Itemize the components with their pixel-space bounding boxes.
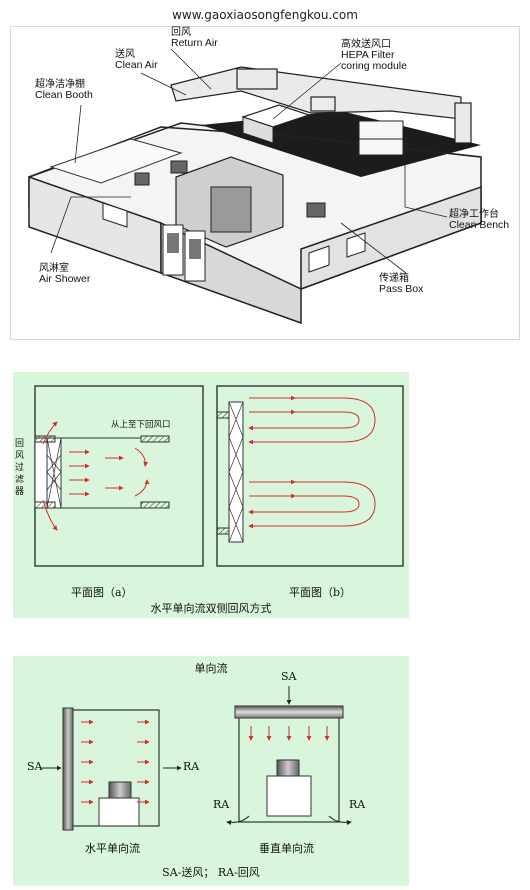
- entrance-doors: [162, 224, 206, 282]
- equipment-v: [276, 759, 300, 777]
- ceiling-supply-filter: [234, 705, 344, 719]
- horizontal-flow-panel: 回风过滤器 从上至下回风口 平面图（a） 平面图（b） 水平单向流双侧回风方式: [13, 372, 409, 618]
- source-url: www.gaoxiaosongfengkou.com: [172, 8, 358, 22]
- pass-box: [306, 202, 326, 218]
- pass-box-2: [170, 160, 188, 174]
- air-shower-label: 风淋室 Air Shower: [39, 263, 91, 285]
- clean-bench-label: 超净工作台 Clean Bench: [449, 209, 510, 231]
- leader-lines: [50, 48, 448, 274]
- cleanroom-diagram: 回风 Return Air 送风 Clean Air 高效送风口 HEPA Fi…: [10, 26, 520, 340]
- horizontal-flow-arrows: [81, 719, 150, 805]
- sa-left-label: SA: [27, 760, 43, 773]
- clean-booth-label: 超净洁净棚 Clean Booth: [35, 79, 93, 101]
- ducts: [170, 66, 472, 144]
- plan-a-caption: 平面图（a）: [71, 586, 133, 599]
- vertical-flow-caption: 垂直单向流: [259, 842, 314, 855]
- plan-b: [216, 385, 404, 567]
- plan-title: 水平单向流双侧回风方式: [150, 602, 272, 615]
- ra-right-label: RA: [183, 760, 200, 773]
- sa-top-label: SA: [281, 670, 297, 683]
- unidirectional-title: 单向流: [194, 662, 228, 675]
- hepa-label: 高效送风口 HEPA Filter coring module: [341, 39, 407, 72]
- plan-a-arrows: [42, 421, 150, 531]
- ra-right-label-v: RA: [349, 798, 366, 811]
- unidirectional-flow-panel: 单向流 SA RA SA RA RA 水平单向流 垂直单向流 SA-送风； RA…: [13, 656, 409, 886]
- vertical-flow-arrows: [248, 726, 330, 741]
- clean-bench: [358, 120, 404, 156]
- ra-left-label-v: RA: [213, 798, 230, 811]
- right-wall: [300, 185, 482, 291]
- clean-air-label: 送风 Clean Air: [115, 49, 158, 71]
- cleanroom-drawing: [28, 48, 482, 325]
- pass-box-3: [134, 172, 150, 186]
- clean-booth: [49, 138, 183, 184]
- equipment-h: [108, 781, 132, 799]
- pass-box-label: 传递箱 Pass Box: [379, 273, 424, 295]
- return-filter-side-label: 回风过滤器: [15, 439, 25, 497]
- horizontal-flow-room: [62, 707, 160, 831]
- plan-b-caption: 平面图（b）: [289, 586, 352, 599]
- plan-b-arrows: [248, 395, 376, 529]
- windows: [102, 202, 366, 273]
- plan-a: [34, 385, 204, 567]
- top-bottom-return-note: 从上至下回风口: [111, 420, 171, 430]
- plan-drawings: [34, 385, 404, 567]
- air-shower-door: [210, 186, 252, 233]
- side-supply-filter: [62, 707, 74, 831]
- horizontal-flow-caption: 水平单向流: [85, 842, 140, 855]
- vertical-flow-room: [234, 705, 344, 823]
- legend-text: SA-送风； RA-回风: [162, 866, 260, 879]
- return-air-label: 回风 Return Air: [171, 27, 218, 49]
- supply-filter-grid: [228, 401, 244, 543]
- flow-drawings: [41, 686, 352, 831]
